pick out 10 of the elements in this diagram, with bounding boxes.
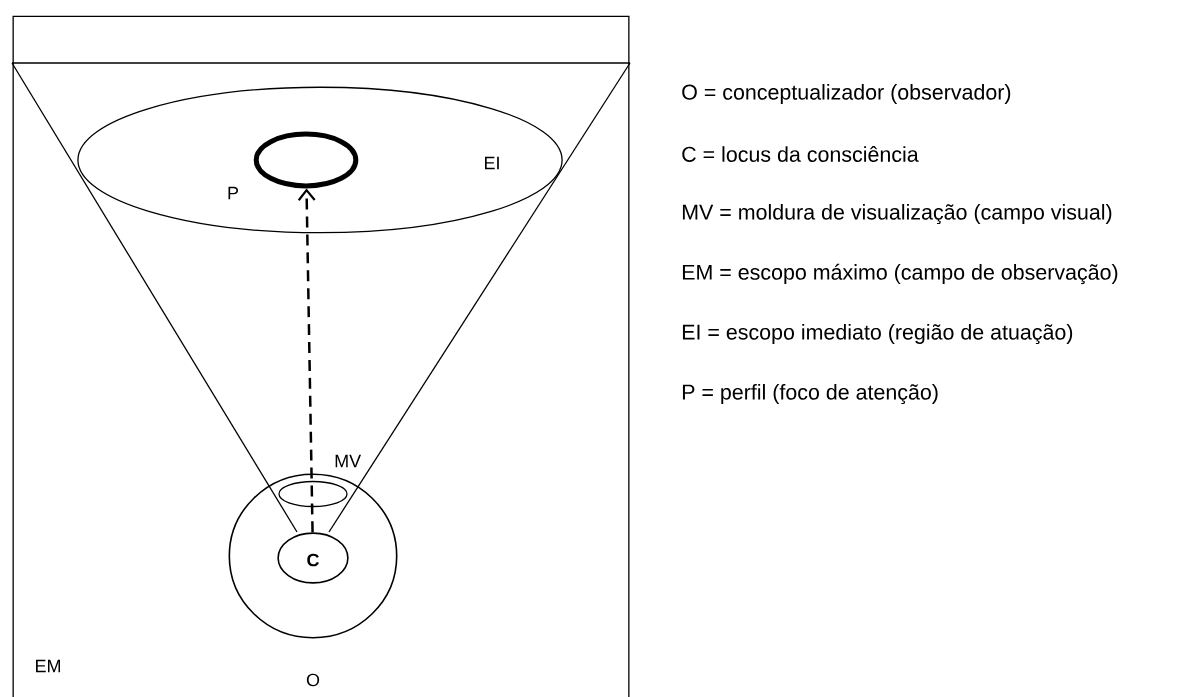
- legend-text: MV = moldura de visualização (campo visual): [682, 203, 1112, 225]
- node-label: O: [306, 673, 320, 687]
- arrow: [297, 188, 316, 533]
- legend-text: EM = escopo máximo (campo de observação): [682, 263, 1118, 285]
- legend-text: C = locus da consciência: [682, 146, 919, 162]
- legend-text: P = perfil (foco de atenção): [682, 383, 938, 405]
- legend-text: O = conceptualizador (observador): [682, 84, 1011, 104]
- legend-text: EI = escopo imediato (região de atuação): [682, 323, 1073, 345]
- node-label: P: [228, 186, 239, 200]
- part-label: MV: [335, 454, 362, 468]
